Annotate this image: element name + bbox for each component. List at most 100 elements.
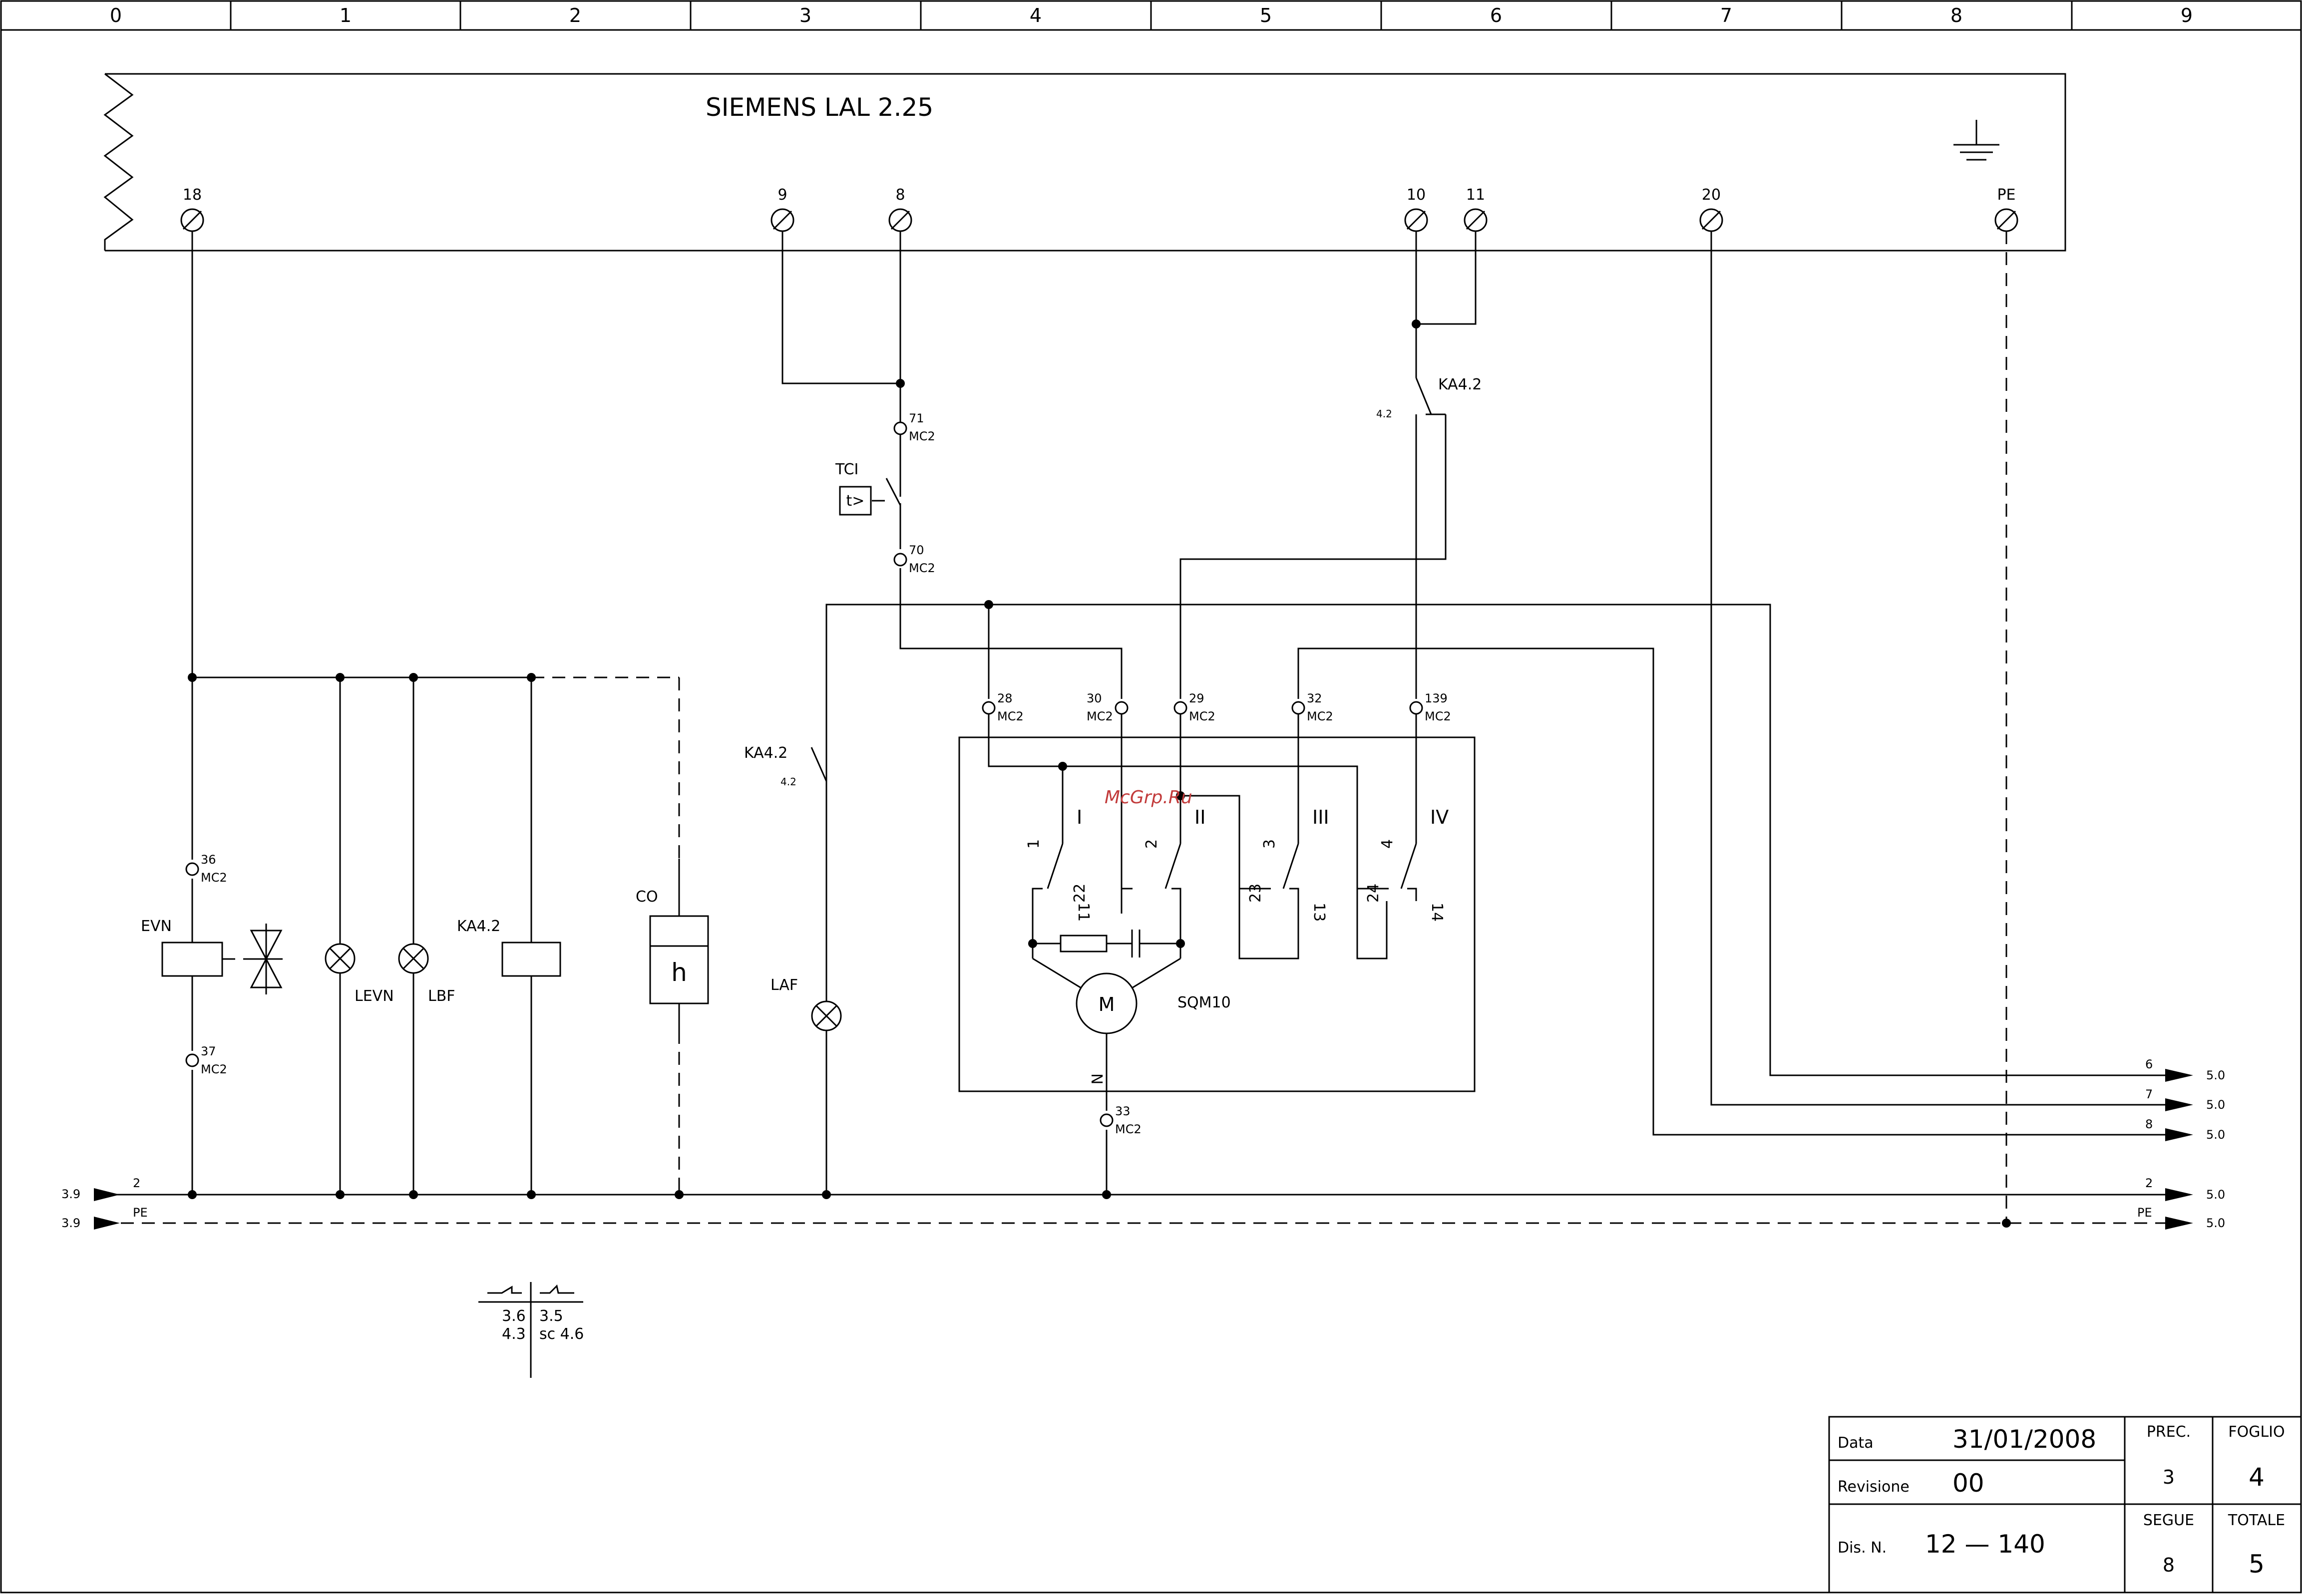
ruler-col-4: 4 [1030,4,1042,26]
svg-text:I: I [1077,806,1082,828]
svg-text:EVN: EVN [141,918,172,935]
nc-contact-symbol [487,1285,522,1294]
contact-cross-reference: 3.6 3.5 4.3 sc 4.6 [478,1282,584,1378]
connector-33: 33 MC2 [1100,1104,1142,1136]
svg-text:139: 139 [1425,691,1448,705]
arrow-right-7 [2165,1098,2193,1111]
svg-text:sc 4.6: sc 4.6 [539,1325,584,1343]
arrow-left-pe [94,1217,120,1230]
prec-value: 3 [2163,1466,2175,1488]
svg-text:20: 20 [1702,186,1721,204]
bus-arrows [94,1069,2193,1230]
terminal-9: 9 [770,186,794,232]
svg-text:37: 37 [201,1044,216,1058]
connector-139: 139 MC2 [1409,691,1451,723]
lamp-lbf: LBF [398,943,455,1005]
terminal-10: 10 [1404,186,1428,232]
sqm10-frame [958,736,1476,1092]
svg-text:29: 29 [1189,691,1204,705]
svg-text:t>: t> [846,492,865,510]
svg-text:3.9: 3.9 [61,1216,80,1230]
lamp-levn-label: LEVN [355,987,394,1005]
ruler-col-6: 6 [1490,4,1502,26]
svg-text:10: 10 [1407,186,1426,204]
svg-text:30: 30 [1087,691,1102,705]
title-block: Data 31/01/2008 Revisione 00 Dis. N. 12 … [1828,1416,2302,1594]
totale-label: TOTALE [2228,1512,2285,1529]
svg-text:4: 4 [1379,839,1396,849]
tci-thermostat-contact: t> TCI [835,461,901,549]
svg-text:71: 71 [909,411,924,425]
arrow-right-pe [2165,1217,2193,1230]
svg-text:III: III [1312,806,1329,828]
ka-relay-contact-top: KA4.2 4.2 [1376,376,1482,420]
svg-text:M: M [1099,993,1115,1015]
svg-text:5.0: 5.0 [2206,1068,2225,1082]
svg-text:IV: IV [1430,806,1449,828]
svg-text:5.0: 5.0 [2206,1128,2225,1142]
ruler-col-0: 0 [110,4,122,26]
connector-36: 36 MC2 [185,853,227,885]
terminal-18: 18 [180,186,204,232]
connector-71: 71 MC2 [893,411,935,443]
terminal-11: 11 [1464,186,1488,232]
dis-n-label: Dis. N. [1838,1539,1887,1557]
svg-text:6: 6 [2145,1057,2153,1071]
revisione-label: Revisione [1838,1478,1910,1496]
svg-text:14: 14 [1428,903,1446,922]
connector-32: 32 MC2 [1291,691,1333,723]
svg-text:13: 13 [1310,903,1328,922]
svg-text:4.2: 4.2 [780,776,796,788]
svg-text:23: 23 [1247,884,1264,903]
evn-solenoid-valve: EVN [141,918,283,994]
connector-37: 37 MC2 [185,1044,227,1076]
svg-text:MC2: MC2 [201,1062,227,1076]
svg-text:2: 2 [1143,839,1160,849]
svg-text:28: 28 [997,691,1013,705]
lamp-laf: LAF [770,976,842,1031]
svg-text:1: 1 [1025,839,1043,849]
connector-70: 70 MC2 [893,543,935,575]
svg-text:MC2: MC2 [1087,709,1113,723]
ruler-col-2: 2 [569,4,581,26]
lamp-laf-label: LAF [770,976,798,994]
foglio-value: 4 [2249,1463,2265,1492]
svg-text:PE: PE [133,1206,148,1220]
svg-text:3.6: 3.6 [502,1307,526,1325]
svg-text:36: 36 [201,853,216,867]
svg-text:9: 9 [777,186,787,204]
ground-icon [1953,120,1999,161]
svg-text:18: 18 [183,186,202,204]
ruler-col-3: 3 [799,4,811,26]
svg-text:4.2: 4.2 [1376,408,1392,420]
lamp-lbf-label: LBF [428,987,455,1005]
connector-29: 29 MC2 [1173,691,1215,723]
svg-text:MC2: MC2 [909,561,935,575]
svg-text:2: 2 [133,1176,140,1190]
svg-text:8: 8 [2145,1117,2153,1131]
svg-text:MC2: MC2 [1189,709,1215,723]
svg-text:3.5: 3.5 [539,1307,563,1325]
bus-labels: 3.9 3.9 2 PE 6 7 8 2 PE 5.0 5.0 5.0 5.0 … [61,1057,2225,1230]
terminal-pe: PE [1994,186,2018,232]
svg-text:3: 3 [1261,839,1278,849]
svg-text:MC2: MC2 [201,871,227,885]
svg-text:3.9: 3.9 [61,1187,80,1201]
connector-30: 30 MC2 [1087,691,1129,723]
segue-label: SEGUE [2143,1512,2194,1529]
svg-text:5.0: 5.0 [2206,1098,2225,1112]
arrow-right-6 [2165,1069,2193,1082]
no-contact-symbol [540,1284,574,1294]
svg-text:4.3: 4.3 [502,1325,526,1343]
data-value: 31/01/2008 [1952,1425,2096,1454]
svg-text:7: 7 [2145,1087,2153,1101]
column-ruler: 0 1 2 3 4 5 6 7 8 9 [110,4,2193,26]
svg-text:II: II [1194,806,1205,828]
svg-text:24: 24 [1365,884,1382,903]
box-break-zigzag [103,73,134,251]
ka-relay-contact-laf: KA4.2 4.2 [744,744,827,788]
svg-text:PE: PE [2137,1206,2152,1220]
dis-n-value: 12 — 140 [1925,1530,2045,1559]
